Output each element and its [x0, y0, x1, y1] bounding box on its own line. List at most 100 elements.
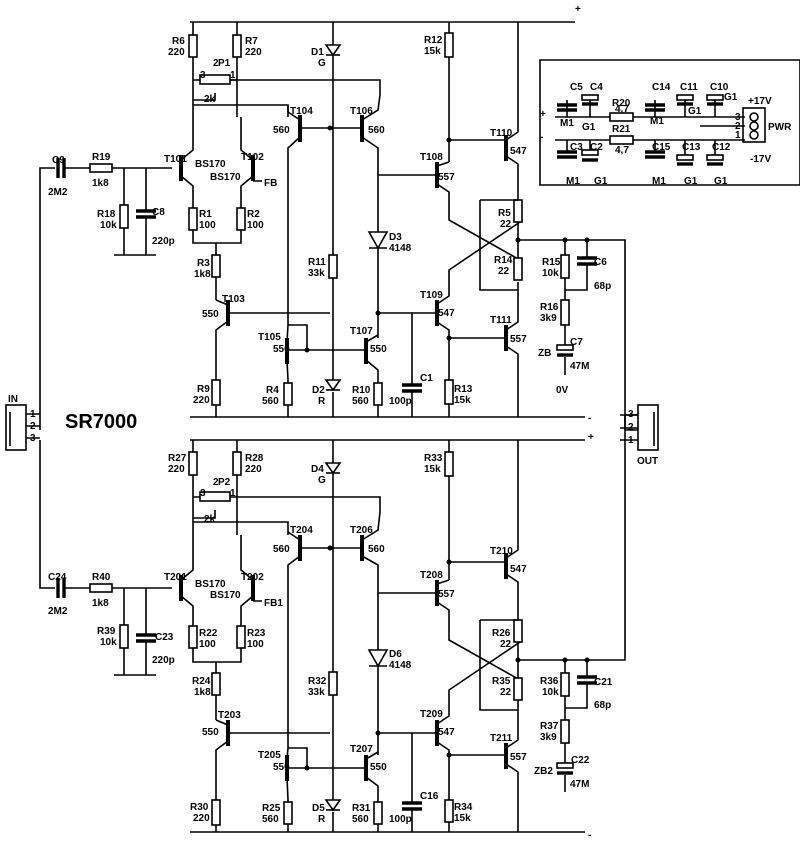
component-label: R6 — [172, 36, 185, 47]
component-label: C8 — [152, 207, 165, 218]
diode-d3 — [367, 231, 389, 250]
component-label: G1 — [724, 92, 738, 103]
component-label: 2M2 — [48, 187, 68, 198]
component-label: 220 — [245, 464, 262, 475]
component-label: C12 — [712, 142, 731, 153]
capacitor-c16 — [402, 801, 422, 811]
component-label: T104 — [290, 106, 313, 117]
component-label: 547 — [438, 727, 455, 738]
component-label: 557 — [438, 589, 455, 600]
component-label: 100p — [389, 396, 412, 407]
component-label: 22 — [500, 639, 512, 650]
component-label: R20 — [612, 98, 631, 109]
component-label: T206 — [350, 525, 373, 536]
component-label: 100 — [247, 220, 264, 231]
out-label: OUT — [637, 456, 658, 467]
component-label: M1 — [560, 118, 574, 129]
component-label: D1 — [311, 47, 324, 58]
component-label: ZB2 — [534, 766, 553, 777]
capacitor-c9 — [56, 158, 66, 178]
component-label: 100 — [199, 639, 216, 650]
component-label: - — [588, 413, 591, 424]
component-label: R14 — [494, 255, 513, 266]
component-label: C3 — [570, 142, 583, 153]
component-label: 10k — [100, 220, 117, 231]
component-label: 220 — [168, 464, 185, 475]
component-label: 557 — [510, 334, 527, 345]
component-label: 2 — [628, 422, 634, 433]
capacitor-c1 — [402, 383, 422, 393]
component-label: 560 — [262, 396, 279, 407]
resistor-r13 — [444, 379, 454, 405]
resistor-r18 — [119, 204, 129, 229]
component-label: C23 — [155, 632, 174, 643]
component-label: C16 — [420, 791, 439, 802]
capacitor-c10 — [706, 94, 724, 101]
component-label: C22 — [571, 755, 590, 766]
component-label: 1 — [628, 435, 634, 446]
component-label: - — [540, 132, 543, 143]
channel-2-amplifier — [39, 414, 638, 833]
component-label: 560 — [368, 125, 385, 136]
component-label: 220 — [245, 47, 262, 58]
component-label: 560 — [368, 544, 385, 555]
component-label: R12 — [424, 35, 443, 46]
component-label: FB1 — [264, 598, 283, 609]
component-label: 1k8 — [92, 598, 109, 609]
component-label: T202 — [241, 572, 264, 583]
component-label: T201 — [164, 572, 187, 583]
component-label: 68p — [594, 281, 611, 292]
component-label: T101 — [164, 154, 187, 165]
component-label: 1 — [230, 488, 236, 499]
component-label: + — [540, 109, 546, 120]
component-label: R27 — [168, 453, 187, 464]
component-label: 550 — [202, 309, 219, 320]
component-label: 4,7 — [615, 145, 629, 156]
component-label: 15k — [424, 46, 441, 57]
component-label: T210 — [490, 546, 513, 557]
component-label: 0V — [556, 385, 569, 396]
component-label: T111 — [490, 315, 512, 326]
component-label: R31 — [352, 803, 371, 814]
capacitor-c14 — [645, 103, 665, 112]
component-label: C7 — [570, 337, 583, 348]
component-label: R25 — [262, 803, 281, 814]
resistor-r34 — [444, 799, 454, 823]
component-label: T106 — [350, 106, 373, 117]
component-label: 550 — [370, 344, 387, 355]
component-label: R16 — [540, 302, 559, 313]
component-label: T109 — [420, 290, 443, 301]
component-label: M1 — [650, 116, 664, 127]
component-label: 560 — [273, 544, 290, 555]
component-label: 557 — [510, 752, 527, 763]
component-label: 3 — [628, 409, 634, 420]
component-label: G1 — [714, 176, 728, 187]
led-d4 — [324, 462, 342, 475]
minus-17v-label: -17V — [750, 154, 771, 165]
resistor-r19 — [89, 163, 113, 173]
component-label: BS170 — [210, 590, 241, 601]
component-label: R10 — [352, 385, 371, 396]
resistor-r36 — [560, 672, 570, 697]
component-label: C1 — [420, 373, 433, 384]
component-label: R24 — [192, 676, 211, 687]
component-label: D6 — [389, 649, 402, 660]
component-label: M1 — [652, 176, 666, 187]
component-label: 220 — [168, 47, 185, 58]
component-label: 4,7 — [615, 104, 629, 115]
resistor-r6 — [188, 34, 198, 58]
component-label: 547 — [510, 564, 527, 575]
component-label: 3 — [735, 112, 741, 123]
component-label: 4148 — [389, 660, 412, 671]
capacitor-c7 — [556, 344, 574, 351]
component-label: 560 — [273, 125, 290, 136]
component-label: 550 — [370, 762, 387, 773]
component-label: C6 — [594, 257, 607, 268]
resistor-r21 — [609, 135, 634, 145]
component-label: C13 — [682, 142, 701, 153]
component-label: 557 — [438, 172, 455, 183]
component-label: 3 — [30, 433, 36, 444]
capacitor-c6 — [577, 256, 597, 266]
pwr-connector — [742, 107, 766, 143]
